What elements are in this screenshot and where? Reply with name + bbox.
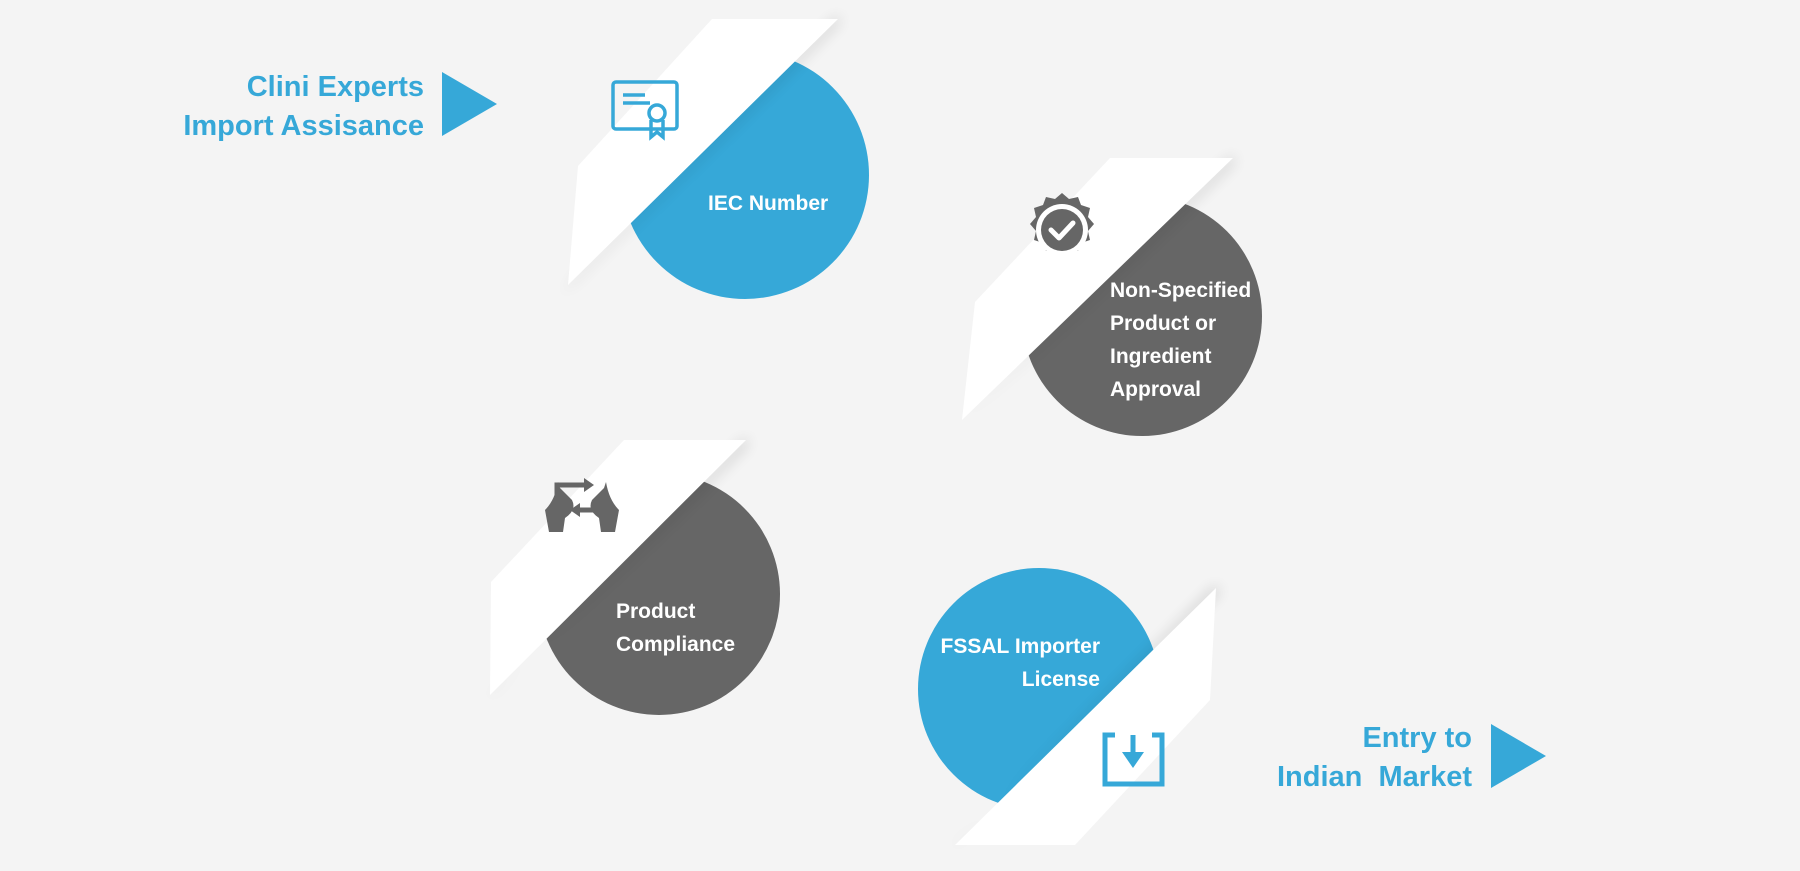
step-label: Product Compliance [616,595,735,661]
step-label: IEC Number [708,187,828,220]
step-label-line: License [1021,668,1100,691]
step-label: FSSAL Importer License [930,630,1100,696]
step-label-line: Product or [1110,312,1217,335]
step-label-line: Approval [1110,378,1202,401]
hands-exchange-icon [545,478,619,532]
paper-fold [962,158,1233,420]
end-label-line-2: Indian Market [1277,761,1472,793]
end-label-line-1: Entry to [1362,722,1472,754]
start-label-line-1: Clini Experts [246,71,424,103]
paper-fold [955,588,1216,845]
verified-badge-icon [1030,193,1094,256]
step-label-line: Product [616,600,696,623]
start-label-line-2: Import Assisance [183,110,424,142]
step-label-line: IEC Number [708,192,829,215]
start-arrow-icon [442,72,497,136]
step-label-line: Compliance [616,633,736,656]
step-label: Non-Specified Product or Ingredient Appr… [1110,274,1251,406]
certificate-icon [611,80,679,141]
start-label: Clini Experts Import Assisance [150,68,424,146]
paper-fold [568,19,838,285]
end-arrow-icon [1491,724,1546,788]
step-label-line: Non-Specified [1110,279,1252,302]
paper-fold [490,440,746,695]
download-box-icon [1102,732,1165,787]
step-label-line: Ingredient [1110,345,1212,368]
end-label: Entry to Indian Market [1220,719,1472,797]
step-label-line: FSSAL Importer [940,635,1100,658]
